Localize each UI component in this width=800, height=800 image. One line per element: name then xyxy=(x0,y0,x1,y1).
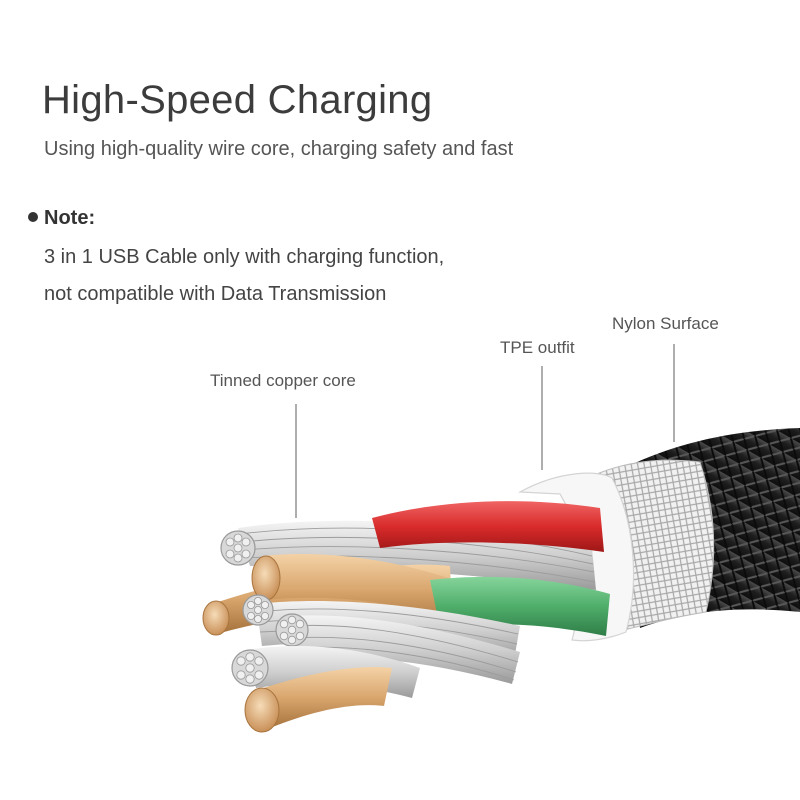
callout-tinned-copper-core: Tinned copper core xyxy=(210,371,356,390)
note-line-2: not compatible with Data Transmission xyxy=(44,283,387,305)
copper-wire-3 xyxy=(258,666,392,728)
copper-end-1 xyxy=(202,600,230,636)
note-line-1: 3 in 1 USB Cable only with charging func… xyxy=(44,246,445,268)
page-title: High-Speed Charging xyxy=(42,78,433,122)
copper-end-2 xyxy=(251,555,281,601)
note-label: Note: xyxy=(44,207,96,229)
copper-end-3 xyxy=(244,687,280,733)
red-wire xyxy=(372,501,604,552)
strand-bundle-low xyxy=(290,615,520,684)
note-heading: Note: xyxy=(28,207,95,230)
page-subtitle: Using high-quality wire core, charging s… xyxy=(44,138,514,160)
callout-nylon-surface: Nylon Surface xyxy=(612,314,719,333)
bullet-icon xyxy=(28,211,38,222)
callout-tpe-outfit: TPE outfit xyxy=(500,338,575,357)
